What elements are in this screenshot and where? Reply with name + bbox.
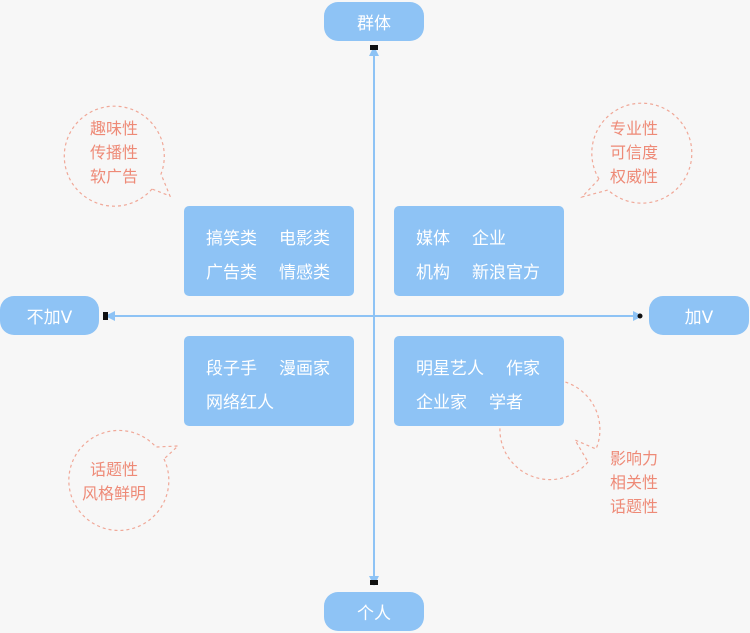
quadrant-box-top-left: 搞笑类 电影类 广告类 情感类: [184, 206, 354, 296]
bubble-line: 传播性: [89, 143, 138, 162]
category-label: 机构: [416, 263, 450, 283]
category-label: 企业家: [416, 393, 467, 413]
category-label: 作家: [506, 359, 540, 379]
bubble-line: 影响力: [609, 449, 658, 468]
quadrant-row: 机构 新浪官方: [416, 256, 564, 290]
bubble-line: 可信度: [609, 143, 658, 162]
quadrant-box-top-right: 媒体 企业 机构 新浪官方: [394, 206, 564, 296]
category-label: 新浪官方: [472, 263, 540, 283]
axis-end-marker: [370, 45, 378, 50]
quadrant-row: 网络红人: [206, 386, 354, 420]
category-label: 学者: [489, 393, 523, 413]
quadrant-box-bottom-right: 明星艺人 作家 企业家 学者: [394, 336, 564, 426]
quadrant-row: 广告类 情感类: [206, 256, 354, 290]
category-label: 广告类: [206, 263, 257, 283]
quadrant-row: 搞笑类 电影类: [206, 222, 354, 256]
quadrant-row: 明星艺人 作家: [416, 352, 564, 386]
bubble-line: 软广告: [89, 167, 138, 186]
quadrant-row: 企业家 学者: [416, 386, 564, 420]
category-label: 媒体: [416, 229, 450, 249]
bubble-line: 话题性: [89, 460, 138, 479]
axis-label-bottom: 个人: [324, 592, 424, 631]
bubble-line: 专业性: [609, 119, 658, 138]
axis-label-right: 加V: [649, 296, 749, 335]
axis-end-marker: [103, 312, 108, 320]
axis-label-top: 群体: [324, 2, 424, 41]
category-label: 网络红人: [206, 393, 274, 413]
category-label: 明星艺人: [416, 359, 484, 379]
bubble-text-top-right: 专业性 可信度 权威性: [584, 117, 684, 189]
bubble-text-bottom-left: 话题性 风格鲜明: [64, 458, 164, 506]
quadrant-row: 媒体 企业: [416, 222, 564, 256]
category-label: 情感类: [279, 263, 330, 283]
category-label: 电影类: [279, 229, 330, 249]
arrow-up-icon: [369, 46, 379, 56]
arrow-left-icon: [105, 311, 115, 321]
axis-end-marker: [370, 580, 378, 585]
bubble-text-top-left: 趣味性 传播性 软广告: [64, 117, 164, 189]
axis-end-marker: [637, 313, 643, 319]
bubble-line: 话题性: [609, 497, 658, 516]
category-label: 企业: [472, 229, 506, 249]
bubble-line: 趣味性: [89, 119, 138, 138]
quadrant-box-bottom-left: 段子手 漫画家 网络红人: [184, 336, 354, 426]
bubble-text-bottom-right: 影响力 相关性 话题性: [584, 447, 684, 519]
speech-bubble-top-left: [63, 105, 172, 207]
bubble-line: 权威性: [609, 167, 658, 186]
bubble-line: 风格鲜明: [81, 484, 146, 503]
category-label: 搞笑类: [206, 229, 257, 249]
axis-label-left: 不加V: [0, 296, 99, 335]
bubble-line: 相关性: [609, 473, 658, 492]
category-label: 漫画家: [279, 359, 330, 379]
category-label: 段子手: [206, 359, 257, 379]
quadrant-row: 段子手 漫画家: [206, 352, 354, 386]
